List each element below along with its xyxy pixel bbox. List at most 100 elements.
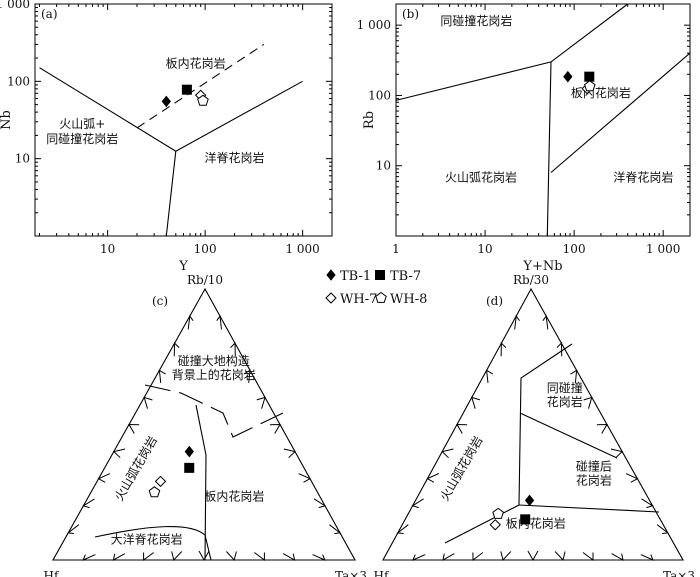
data-point-wh-7 (154, 475, 167, 488)
field-boundary (165, 151, 177, 237)
field-label: 火山弧花岗岩 (445, 169, 517, 184)
data-point-tb-7 (181, 84, 192, 95)
data-point-tb-1 (161, 95, 171, 108)
data-point-wh-8 (148, 486, 161, 498)
edge-tick (298, 473, 312, 483)
edge-tick (216, 314, 222, 330)
edge-tick (527, 550, 539, 562)
y-axis-label: Nb (0, 110, 14, 130)
field-label: 大洋脊花岗岩 (111, 532, 183, 547)
data-point-tb-7 (520, 514, 531, 525)
edge-tick (554, 551, 566, 562)
edge-tick (171, 551, 183, 562)
field-label: 板内花岗岩 (166, 56, 226, 71)
field-boundary (550, 52, 691, 173)
y-tick-label: 10 (15, 152, 30, 166)
edge-tick (500, 551, 512, 562)
data-point-tb-1 (184, 445, 194, 458)
edge-tick (143, 552, 154, 561)
edge-tick (656, 524, 670, 534)
edge-tick (112, 448, 126, 459)
edge-tick (256, 396, 266, 409)
apex-label-top: Rb/30 (513, 273, 549, 287)
edge-tick (641, 498, 654, 509)
x-axis-label: Y (178, 259, 188, 274)
edge-tick (82, 498, 95, 509)
legend: TB-1 TB-7 WH-7 WH-8 (325, 269, 427, 307)
edge-tick (542, 314, 549, 330)
panel-label: (d) (486, 294, 503, 308)
y-tick-label: 1 000 (357, 18, 391, 32)
edge-tick (611, 553, 624, 561)
edge-tick (556, 342, 563, 357)
data-point-tb-7 (584, 71, 595, 82)
edge-tick (471, 396, 481, 409)
y-tick-label: 100 (7, 74, 30, 88)
edge-tick (514, 314, 520, 330)
panel-label: (c) (152, 294, 168, 308)
field-label: 同碰撞花岗岩 (440, 13, 512, 28)
field-label: 同碰撞花岗岩 (547, 380, 583, 409)
edge-tick (128, 423, 140, 434)
edge-tick (329, 524, 342, 534)
legend-label-wh8: WH-8 (390, 292, 427, 307)
legend-marker-tb7 (375, 270, 385, 280)
edge-tick (396, 524, 409, 534)
x-tick-label: 100 (194, 242, 217, 256)
edge-tick (187, 314, 194, 330)
field-boundary (136, 43, 265, 129)
edge-tick (283, 448, 297, 459)
field-boundary (444, 343, 573, 544)
field-boundary (546, 61, 552, 237)
data-point-wh-8 (197, 94, 209, 106)
field-boundary (518, 504, 660, 513)
legend-marker-wh7 (325, 292, 337, 304)
y-tick-label: 10 (376, 159, 391, 173)
edge-tick (472, 552, 484, 561)
field-boundary (195, 404, 207, 561)
ternary-frame (52, 287, 356, 561)
edge-tick (282, 553, 296, 561)
edge-tick (254, 552, 265, 561)
y-tick-label: 100 (368, 88, 391, 102)
edge-tick (269, 423, 281, 434)
x-tick-label: 10 (100, 242, 115, 256)
edge-tick (596, 423, 608, 434)
field-label: 板内花岗岩 (204, 488, 264, 503)
edge-tick (243, 369, 251, 383)
edge-tick (411, 498, 424, 509)
apex-label-right: Ta×3 (663, 569, 695, 577)
legend-marker-wh8 (375, 291, 387, 303)
edge-tick (583, 396, 593, 409)
x-tick-label: 1 (392, 242, 400, 256)
field-label: 碰撞大地构造背景上的花岗岩 (172, 353, 256, 382)
x-tick-label: 1 000 (285, 242, 319, 256)
edge-tick (313, 498, 327, 509)
edge-tick (426, 473, 440, 483)
x-tick-label: 100 (563, 242, 586, 256)
edge-tick (640, 554, 654, 561)
field-label: 板内花岗岩 (571, 85, 631, 100)
edge-tick (82, 554, 96, 561)
edge-tick (173, 342, 180, 357)
apex-label-top: Rb/10 (187, 273, 223, 287)
data-point-tb-1 (563, 70, 573, 83)
edge-tick (66, 524, 80, 534)
edge-tick (610, 448, 624, 459)
data-point-wh-8 (584, 80, 596, 92)
x-tick-label: 10 (477, 242, 492, 256)
field-label: 碰撞后花岗岩 (576, 459, 612, 488)
legend-marker-tb1 (326, 269, 336, 281)
data-point-wh-7 (489, 519, 501, 531)
legend-label-wh7: WH-7 (340, 292, 377, 307)
edge-tick (582, 552, 594, 561)
panel-label: (b) (402, 7, 419, 21)
edge-tick (158, 369, 166, 383)
x-tick-label: 1 000 (646, 242, 680, 256)
edge-tick (500, 342, 507, 357)
apex-label-right: Ta×3 (335, 569, 367, 577)
